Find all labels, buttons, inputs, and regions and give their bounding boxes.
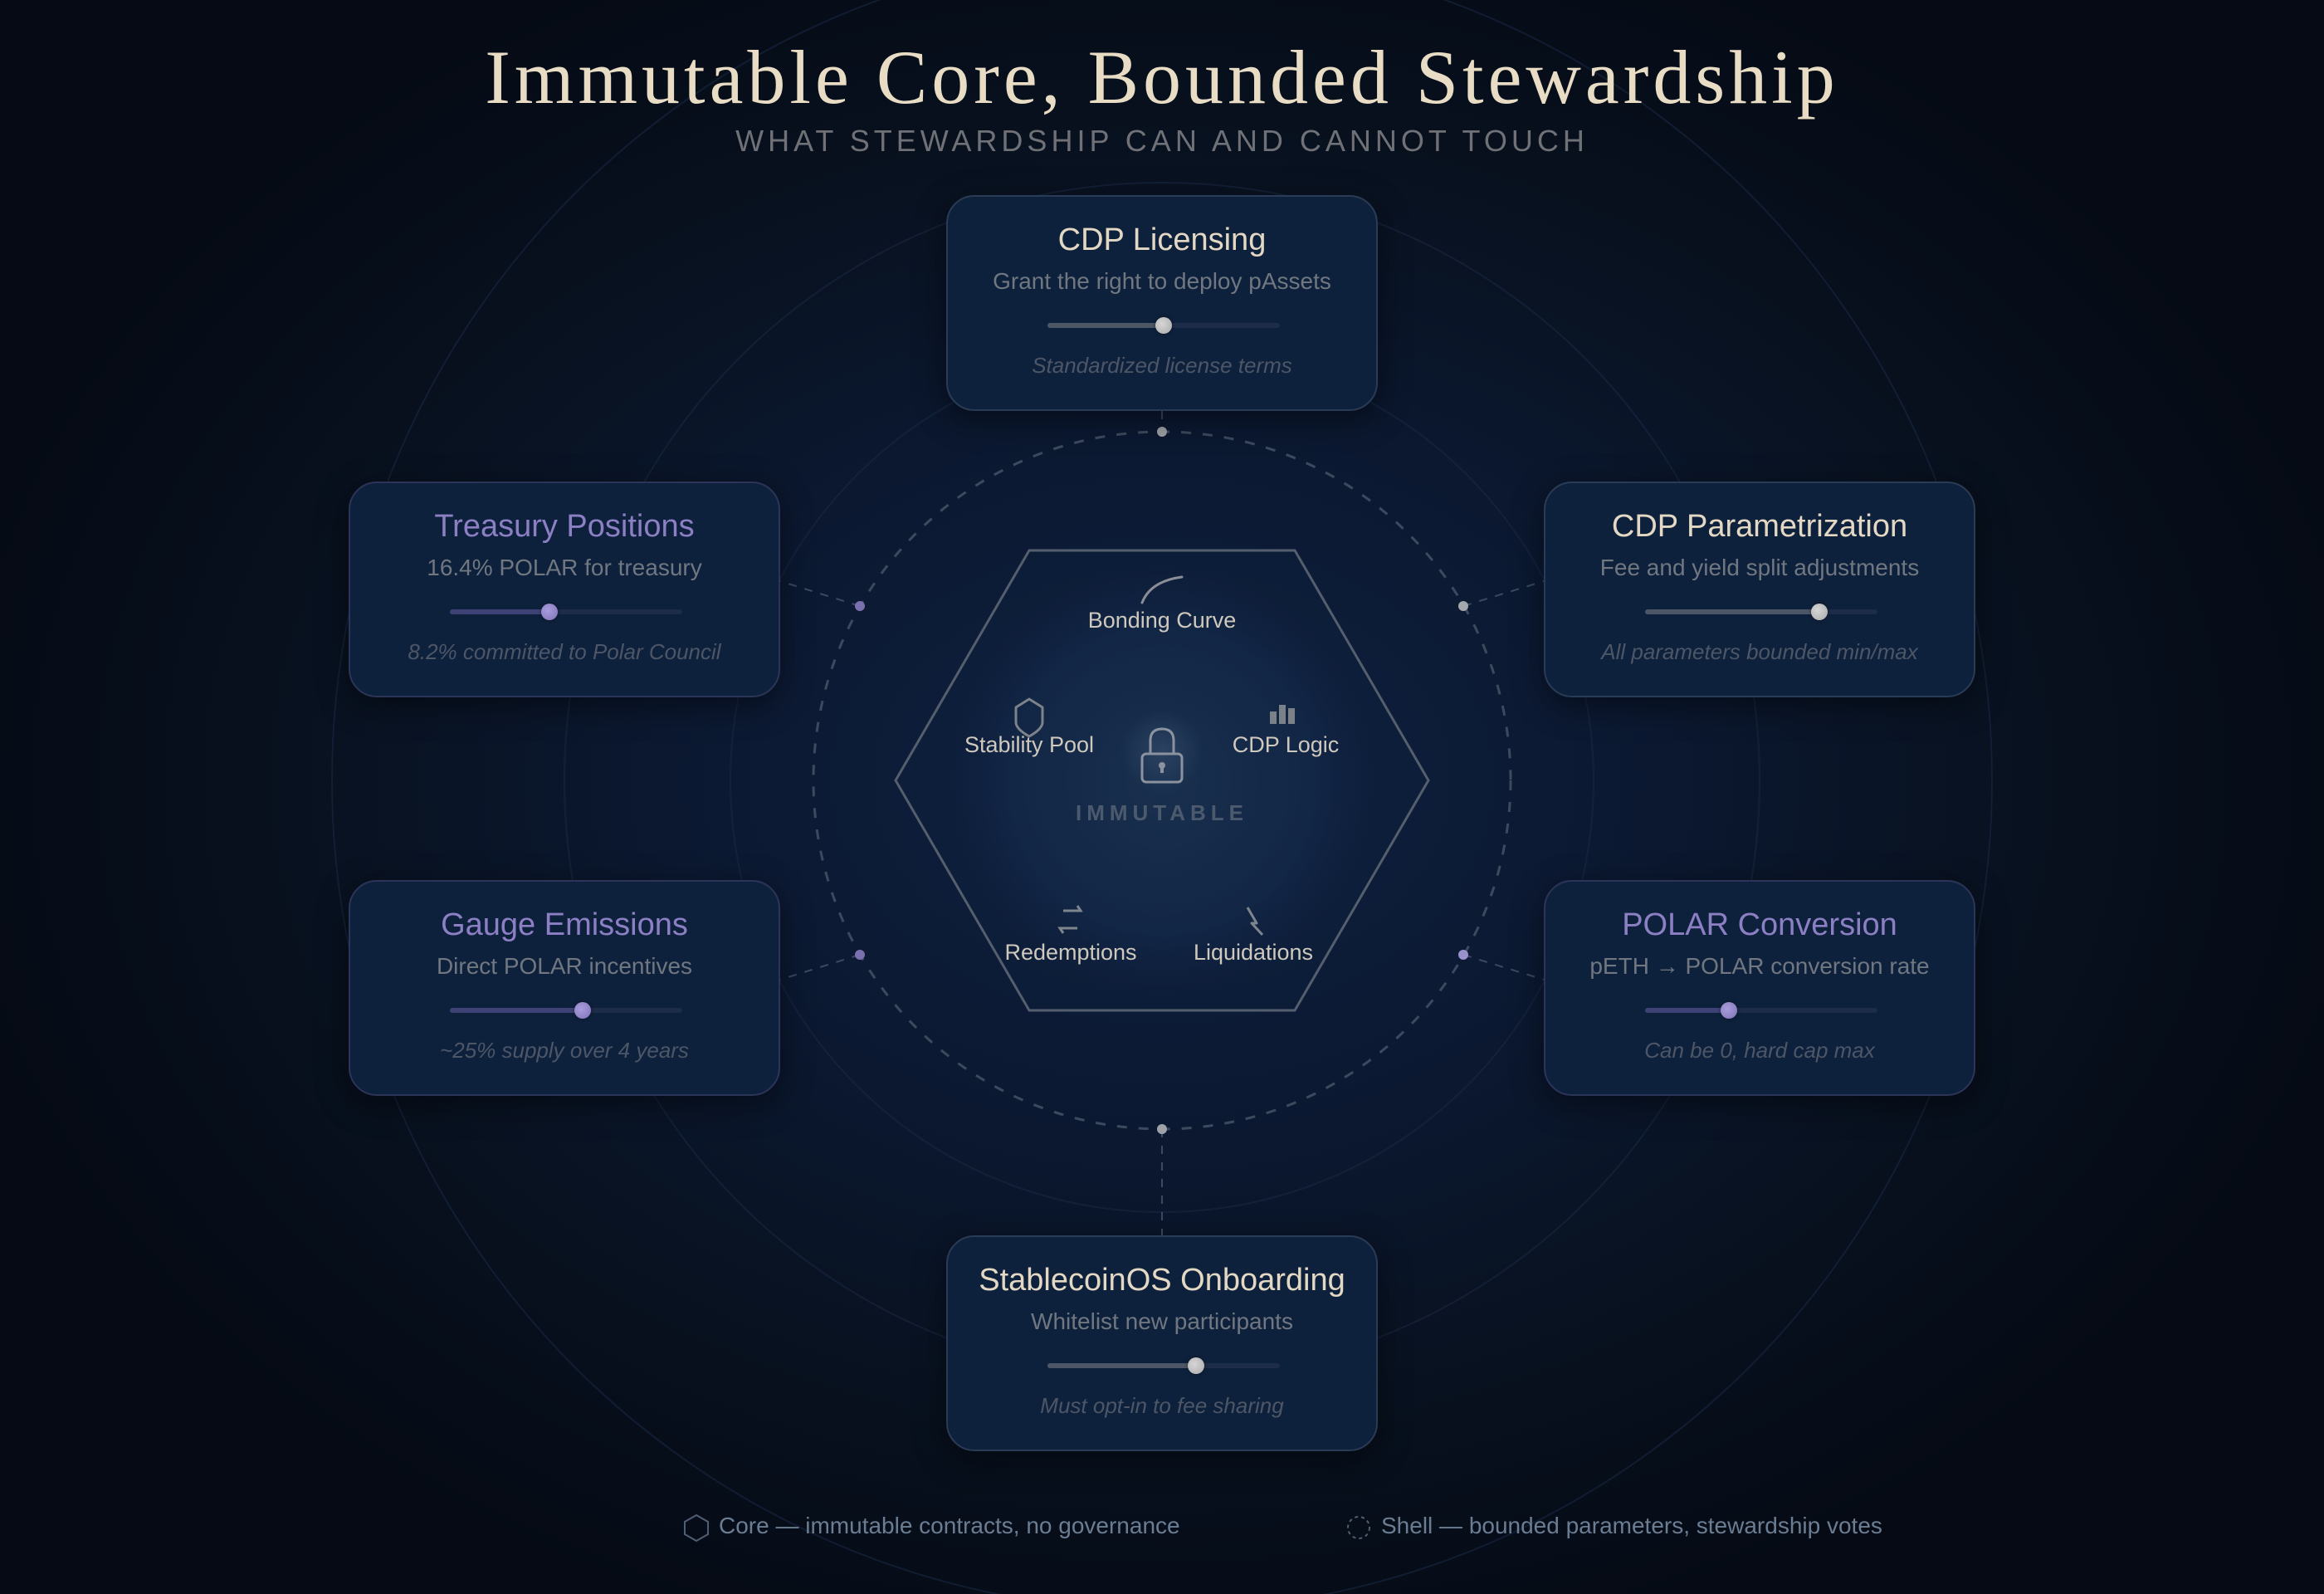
shield-icon <box>1014 697 1044 738</box>
dashed-circle-icon <box>1347 1515 1370 1539</box>
card-title: CDP Parametrization <box>1611 509 1908 544</box>
slider-thumb[interactable] <box>541 604 559 620</box>
card-subtitle: Fee and yield split adjustments <box>1599 555 1920 580</box>
swap-arrows-icon <box>1057 905 1083 934</box>
slider-thumb[interactable] <box>1188 1357 1205 1374</box>
immutable-label: IMMUTABLE <box>1075 800 1249 825</box>
parameter-slider[interactable] <box>1047 1357 1280 1374</box>
node-gauge-emissions <box>855 950 865 960</box>
card-subtitle: 16.4% POLAR for treasury <box>427 555 702 580</box>
card-cdp-parametrization[interactable]: CDP Parametrization Fee and yield split … <box>1544 482 1975 697</box>
core-label: Stability Pool <box>964 732 1095 757</box>
slider-track <box>450 609 682 614</box>
node-cdp-parametrization <box>1458 601 1468 611</box>
slider-fill <box>1645 609 1819 614</box>
card-subtitle: Direct POLAR incentives <box>436 953 693 979</box>
slider-thumb[interactable] <box>1155 317 1172 334</box>
slider-fill <box>1047 323 1164 328</box>
slider-track <box>1645 1008 1877 1013</box>
parameter-slider[interactable] <box>450 604 682 620</box>
parameter-slider[interactable] <box>1645 604 1877 620</box>
slider-fill <box>450 1008 583 1013</box>
card-note: 8.2% committed to Polar Council <box>408 639 721 664</box>
card-title: StablecoinOS Onboarding <box>979 1263 1345 1298</box>
card-note: Must opt-in to fee sharing <box>1040 1393 1284 1418</box>
core-label: CDP Logic <box>1232 732 1340 757</box>
card-treasury-positions[interactable]: Treasury Positions 16.4% POLAR for treas… <box>349 482 780 697</box>
orbit-nodes <box>855 427 1468 1134</box>
parameter-slider[interactable] <box>1645 1002 1877 1019</box>
lightning-icon <box>1246 907 1264 936</box>
card-subtitle: Whitelist new participants <box>1031 1308 1293 1334</box>
bar-chart-icon <box>1270 705 1295 724</box>
parameter-slider[interactable] <box>1047 317 1280 334</box>
core-label: Bonding Curve <box>1087 608 1237 633</box>
slider-thumb[interactable] <box>574 1002 591 1019</box>
node-cdp-licensing <box>1157 427 1167 437</box>
slider-thumb[interactable] <box>1720 1002 1737 1019</box>
legend-core-label: Core — immutable contracts, no governanc… <box>719 1513 1180 1538</box>
page-title: Immutable Core, Bounded Stewardship <box>485 35 1839 120</box>
legend-core: Core — immutable contracts, no governanc… <box>682 1509 1180 1543</box>
page-subtitle: WHAT STEWARDSHIP CAN AND CANNOT TOUCH <box>735 124 1589 158</box>
card-note: Can be 0, hard cap max <box>1644 1038 1875 1063</box>
card-title: Gauge Emissions <box>441 907 688 942</box>
core-label: Liquidations <box>1193 940 1314 965</box>
card-title: POLAR Conversion <box>1622 907 1897 942</box>
node-polar-conversion <box>1458 950 1468 960</box>
slider-fill <box>1645 1008 1729 1013</box>
lock-icon <box>1140 727 1184 784</box>
card-subtitle: Grant the right to deploy pAssets <box>993 268 1331 294</box>
card-gauge-emissions[interactable]: Gauge Emissions Direct POLAR incentives … <box>349 880 780 1096</box>
core-label: Redemptions <box>1004 940 1137 965</box>
card-note: ~25% supply over 4 years <box>440 1038 689 1063</box>
parameter-slider[interactable] <box>450 1002 682 1019</box>
card-title: CDP Licensing <box>1057 222 1267 257</box>
node-stablecoinos-onboarding <box>1157 1124 1167 1134</box>
card-note: Standardized license terms <box>1032 353 1292 378</box>
slider-thumb[interactable] <box>1811 604 1828 620</box>
curve-icon <box>1140 575 1184 604</box>
card-note: All parameters bounded min/max <box>1601 639 1918 664</box>
legend-shell: Shell — bounded parameters, stewardship … <box>1345 1509 1882 1543</box>
hexagon-icon <box>684 1513 709 1542</box>
slider-fill <box>1047 1363 1197 1368</box>
slider-fill <box>450 609 550 614</box>
card-stablecoinos-onboarding[interactable]: StablecoinOS Onboarding Whitelist new pa… <box>946 1235 1378 1451</box>
card-title: Treasury Positions <box>434 509 695 544</box>
card-polar-conversion[interactable]: POLAR Conversion pETH → POLAR conversion… <box>1544 880 1975 1096</box>
legend-shell-label: Shell — bounded parameters, stewardship … <box>1381 1513 1882 1538</box>
card-cdp-licensing[interactable]: CDP Licensing Grant the right to deploy … <box>946 195 1378 411</box>
card-subtitle: pETH → POLAR conversion rate <box>1589 953 1930 979</box>
node-treasury-positions <box>855 601 865 611</box>
